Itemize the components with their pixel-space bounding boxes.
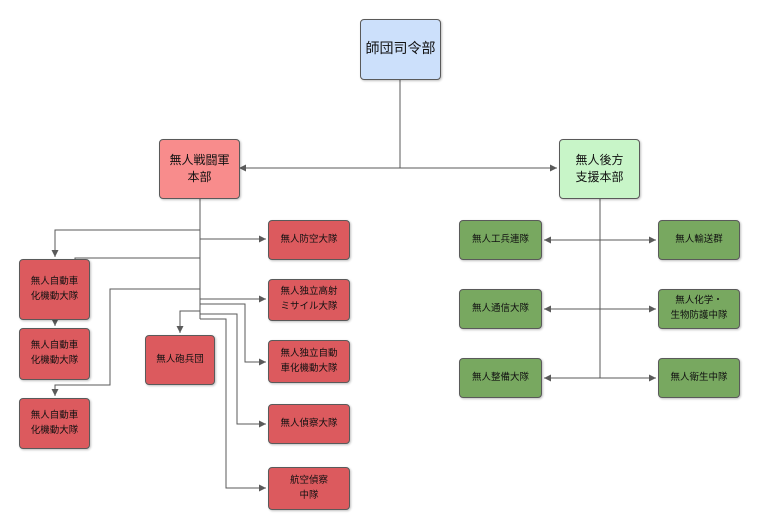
node-air-recon-company[interactable]: 航空偵察 中隊 — [268, 467, 350, 510]
node-cbrn-company[interactable]: 無人化学・ 生物防護中隊 — [658, 289, 740, 329]
node-aa-missile-battalion[interactable]: 無人独立高射 ミサイル大隊 — [268, 279, 350, 321]
connector-to-indmech — [200, 303, 266, 366]
node-mech-battalion-2[interactable]: 無人自動車 化機動大隊 — [19, 328, 90, 380]
connector-to-mech1 — [51, 229, 200, 257]
node-maintenance-battalion[interactable]: 無人整備大隊 — [459, 358, 542, 398]
node-mech-battalion-1[interactable]: 無人自動車 化機動大隊 — [19, 259, 90, 320]
connector-to-artillery — [176, 310, 200, 333]
connector-to-airrecon — [200, 318, 266, 492]
node-medical-company[interactable]: 無人衛生中隊 — [658, 358, 740, 398]
connector-to-mech3 — [51, 288, 200, 396]
node-air-defense-battalion[interactable]: 無人防空大隊 — [268, 220, 350, 260]
node-independent-mech-battalion[interactable]: 無人独立自動 車化機動大隊 — [268, 340, 350, 383]
node-transport-group[interactable]: 無人輸送群 — [658, 220, 740, 260]
node-artillery-brigade[interactable]: 無人砲兵団 — [145, 335, 215, 385]
node-mech-battalion-3[interactable]: 無人自動車 化機動大隊 — [19, 398, 90, 449]
node-recon-battalion[interactable]: 無人偵察大隊 — [268, 404, 350, 444]
node-support-hq[interactable]: 無人後方 支援本部 — [559, 139, 640, 199]
node-engineer-regiment[interactable]: 無人工兵連隊 — [459, 220, 542, 260]
node-signal-battalion[interactable]: 無人通信大隊 — [459, 289, 542, 329]
node-division-hq[interactable]: 師団司令部 — [360, 19, 441, 80]
node-combat-hq[interactable]: 無人戦闘軍 本部 — [159, 139, 240, 199]
connector-to-recon — [200, 313, 266, 428]
